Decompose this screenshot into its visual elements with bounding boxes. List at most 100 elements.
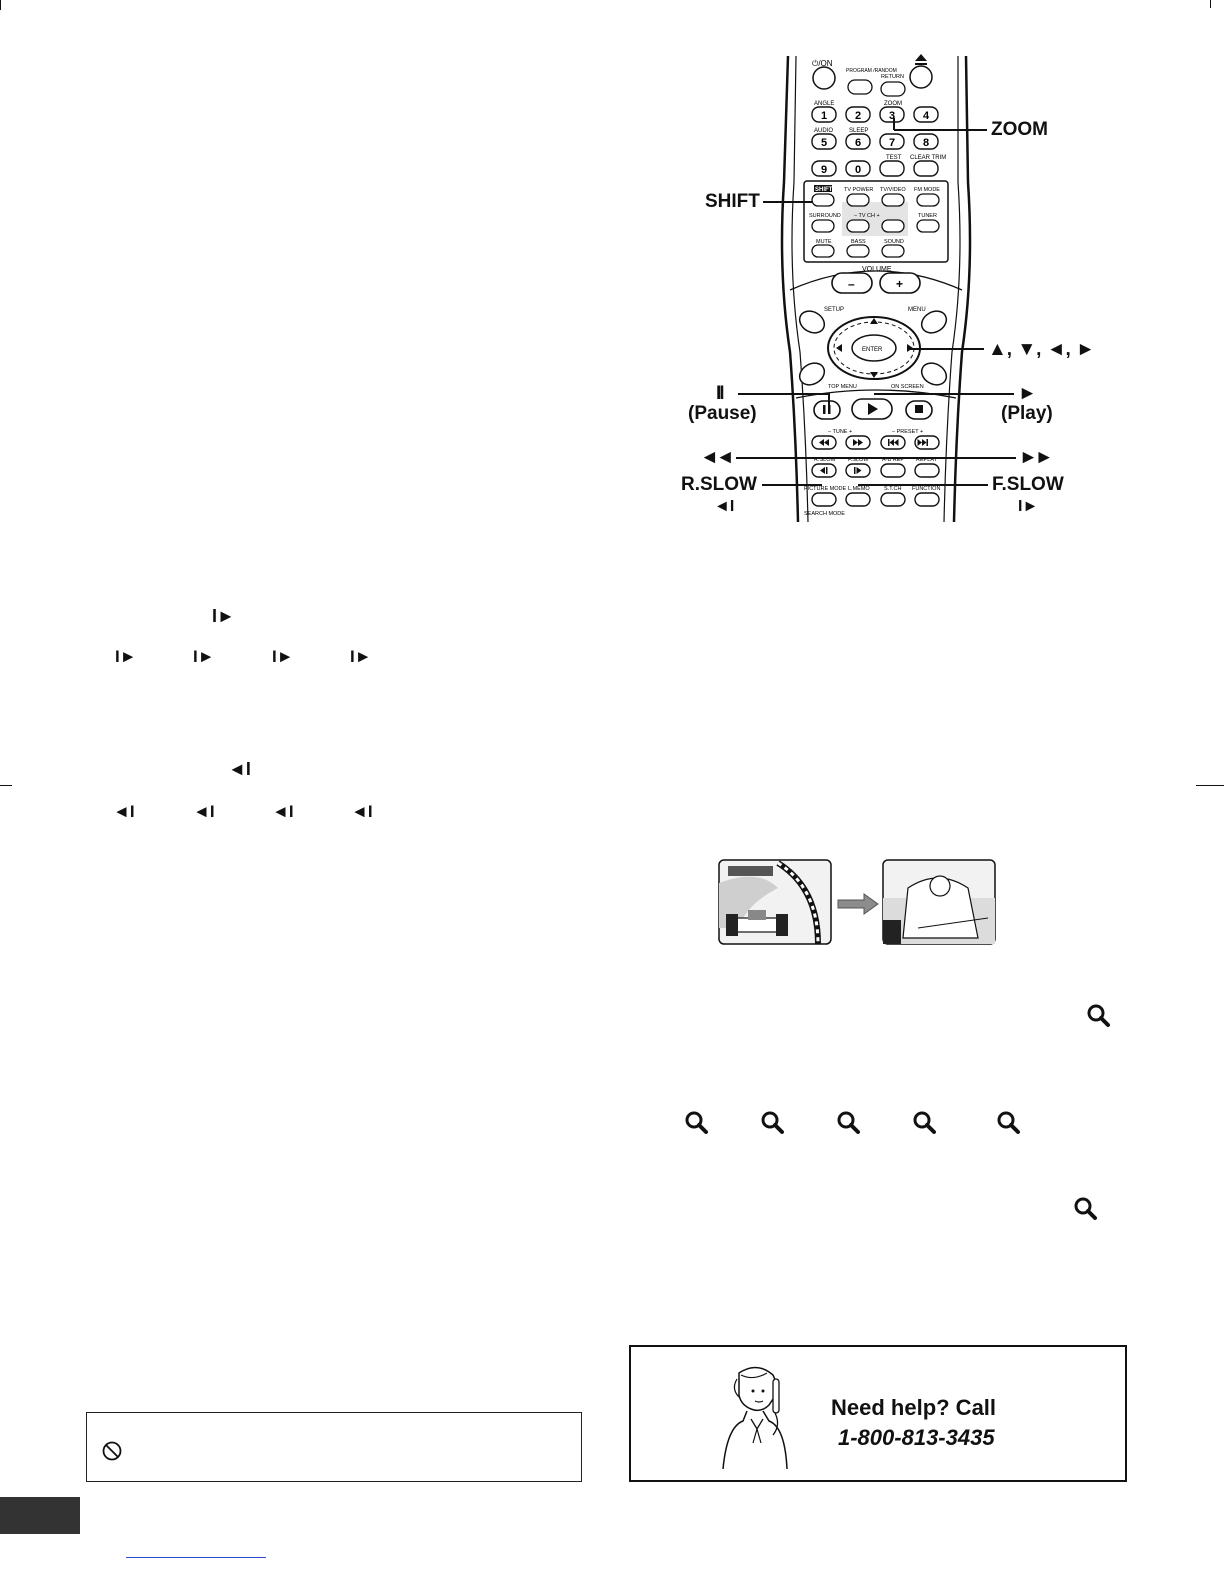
- help-title: Need help? Call: [831, 1395, 997, 1420]
- svg-text:– TUNE +: – TUNE +: [828, 429, 852, 435]
- skip-row: [811, 435, 940, 450]
- f-slow-symbol: I►: [1018, 498, 1039, 515]
- crop-mark-top-left: [0, 0, 1, 10]
- arrows-leader: [910, 348, 984, 350]
- power-button[interactable]: [812, 66, 836, 90]
- number-row-3: 9 0: [811, 160, 939, 177]
- volume-down-button[interactable]: [831, 272, 873, 294]
- note-box: [86, 1412, 582, 1482]
- svg-text:BASS: BASS: [851, 239, 866, 245]
- fslow-step-2: I►: [193, 647, 215, 666]
- race-car-zoom-illustration: [718, 859, 996, 945]
- zoom-leader: [894, 129, 987, 131]
- zoom-magnifier-icon: [997, 1111, 1020, 1134]
- fslow-step-4: I►: [350, 647, 372, 666]
- pause-button[interactable]: [813, 400, 841, 420]
- svg-text:REPLAY: REPLAY: [916, 457, 938, 463]
- zoom-magnifier-icon: [1074, 1197, 1097, 1220]
- svg-text:3: 3: [889, 110, 895, 122]
- ab-repeat-button[interactable]: [880, 463, 906, 478]
- phone-operator-illustration: [722, 1366, 788, 1469]
- volume-up-button[interactable]: [879, 272, 921, 294]
- svg-text:7: 7: [889, 137, 895, 149]
- zoom-magnifier-icon: [913, 1111, 936, 1134]
- svg-text:A-B REP: A-B REP: [882, 457, 904, 463]
- svg-text:S.T.CH: S.T.CH: [884, 486, 901, 492]
- rewind-leader: [736, 457, 1016, 459]
- program-button[interactable]: [847, 79, 873, 95]
- zoom-callout: ZOOM: [991, 119, 1048, 140]
- play-callout: (Play): [1001, 403, 1053, 424]
- footer-rule: [126, 1557, 266, 1558]
- svg-text:ON SCREEN: ON SCREEN: [891, 384, 924, 390]
- svg-text:4: 4: [923, 110, 930, 122]
- shift-callout: SHIFT: [705, 191, 760, 212]
- svg-text:L.MEMO: L.MEMO: [848, 486, 870, 492]
- fslow-symbol: I►: [212, 606, 235, 626]
- page-number-tab: [0, 1497, 80, 1534]
- audio-label: AUDIO: [814, 128, 833, 134]
- svg-text:FUNCTION: FUNCTION: [912, 486, 940, 492]
- eject-button[interactable]: [909, 65, 933, 89]
- pause-symbol: II: [716, 383, 724, 404]
- shift-leader: [763, 201, 813, 203]
- svg-text:ENTER: ENTER: [862, 347, 883, 353]
- replay-button[interactable]: [914, 463, 940, 478]
- svg-text:TV/VIDEO: TV/VIDEO: [880, 187, 906, 193]
- zoom-label: ZOOM: [884, 101, 902, 107]
- svg-text:0: 0: [855, 164, 861, 176]
- svg-text:6: 6: [855, 137, 861, 149]
- power-label: ⏻/ON: [812, 59, 833, 68]
- zoom-magnifier-icon: [1087, 1004, 1110, 1027]
- svg-text:8: 8: [923, 137, 929, 149]
- zoom-magnifier-icon: [837, 1111, 860, 1134]
- arrows-callout: ▲, ▼, ◄, ►: [988, 339, 1095, 360]
- svg-text:MUTE: MUTE: [816, 239, 832, 245]
- remote-control-illustration: ⏻/ON PROGRAM /RANDOM RETURN ANGLE ZOOM 1…: [780, 54, 972, 522]
- test-label: TEST: [886, 155, 902, 161]
- angle-label: ANGLE: [814, 101, 834, 107]
- crop-mark-right: [1196, 785, 1224, 786]
- shift-button[interactable]: [811, 193, 835, 207]
- sleep-label: SLEEP: [849, 128, 868, 134]
- rslow-step-1: ◄I: [113, 802, 135, 821]
- svg-text:– TV CH +: – TV CH +: [854, 213, 880, 219]
- return-label: RETURN: [881, 74, 904, 80]
- rslow-step-4: ◄I: [351, 802, 373, 821]
- number-row-2: 5 6 7 8: [811, 133, 939, 150]
- svg-text:SEARCH MODE: SEARCH MODE: [804, 511, 845, 517]
- svg-text:SETUP: SETUP: [824, 307, 844, 313]
- svg-text:– PRESET +: – PRESET +: [892, 429, 923, 435]
- svg-text:MENU: MENU: [908, 307, 926, 313]
- svg-text:R.SLOW: R.SLOW: [814, 457, 837, 463]
- program-label: PROGRAM /RANDOM: [846, 68, 897, 74]
- clear-trim-label: CLEAR TRIM: [910, 155, 946, 161]
- r-slow-leader: [762, 484, 822, 486]
- eject-icon: [915, 54, 927, 61]
- pause-callout: (Pause): [688, 403, 757, 424]
- svg-text:2: 2: [855, 110, 861, 122]
- fslow-step-3: I►: [272, 647, 294, 666]
- rslow-step-3: ◄I: [272, 802, 294, 821]
- rslow-step-2: ◄I: [193, 802, 215, 821]
- svg-text:FM MODE: FM MODE: [914, 187, 940, 193]
- svg-text:F.SLOW: F.SLOW: [848, 457, 869, 463]
- shift-label: SHIFT: [815, 187, 833, 193]
- r-slow-callout: R.SLOW: [681, 474, 757, 495]
- enter-button[interactable]: [851, 334, 897, 362]
- svg-text:TV POWER: TV POWER: [844, 187, 873, 193]
- rewind-symbol: ◄◄: [700, 447, 735, 468]
- play-symbol: ►: [1018, 383, 1037, 404]
- zoom-magnifier-icon: [761, 1111, 784, 1134]
- svg-text:1: 1: [821, 110, 827, 122]
- f-slow-leader: [858, 484, 988, 486]
- return-button[interactable]: [880, 81, 906, 97]
- crop-mark-top-right: [1210, 0, 1211, 8]
- f-slow-callout: F.SLOW: [992, 474, 1064, 495]
- prohibited-icon: [102, 1441, 122, 1461]
- svg-text:+: +: [896, 277, 903, 291]
- pause-leader: [738, 393, 830, 395]
- number-row-1: 1 2 3 4: [811, 106, 939, 123]
- svg-text:TUNER: TUNER: [918, 213, 937, 219]
- play-leader: [874, 393, 1014, 395]
